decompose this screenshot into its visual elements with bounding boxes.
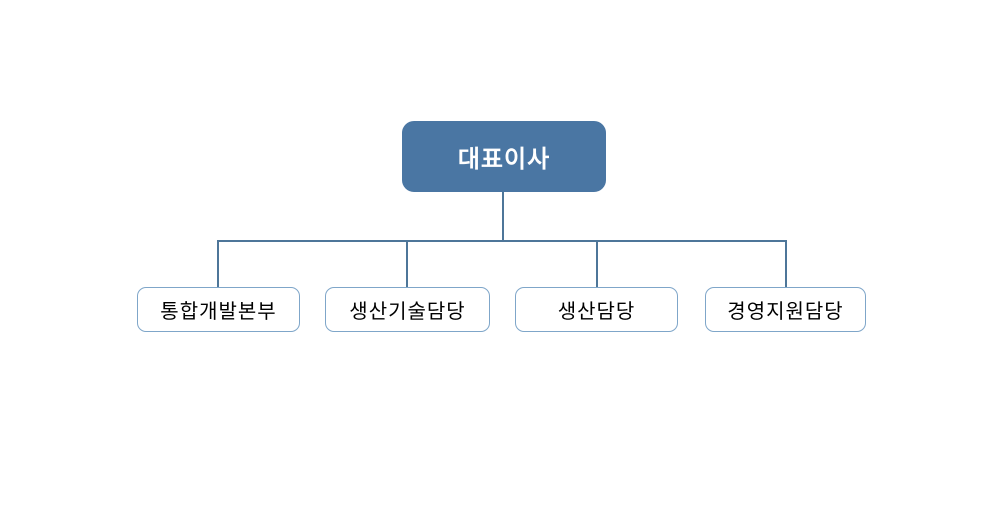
connector-drop-3	[596, 240, 598, 288]
org-node-child-4-label: 경영지원담당	[727, 301, 844, 323]
connector-stem	[502, 192, 504, 241]
connector-bus	[217, 240, 787, 242]
org-node-child-3: 생산담당	[515, 287, 678, 332]
org-node-child-1-label: 통합개발본부	[160, 301, 277, 323]
org-node-root-label: 대표이사	[457, 146, 551, 173]
org-node-child-1: 통합개발본부	[137, 287, 300, 332]
connector-drop-2	[406, 240, 408, 288]
connector-drop-1	[217, 240, 219, 288]
connector-drop-4	[785, 240, 787, 288]
org-node-child-2: 생산기술담당	[325, 287, 490, 332]
org-node-child-4: 경영지원담당	[705, 287, 866, 332]
org-node-child-2-label: 생산기술담당	[349, 301, 466, 323]
org-node-child-3-label: 생산담당	[557, 301, 636, 323]
org-node-root: 대표이사	[402, 121, 606, 192]
